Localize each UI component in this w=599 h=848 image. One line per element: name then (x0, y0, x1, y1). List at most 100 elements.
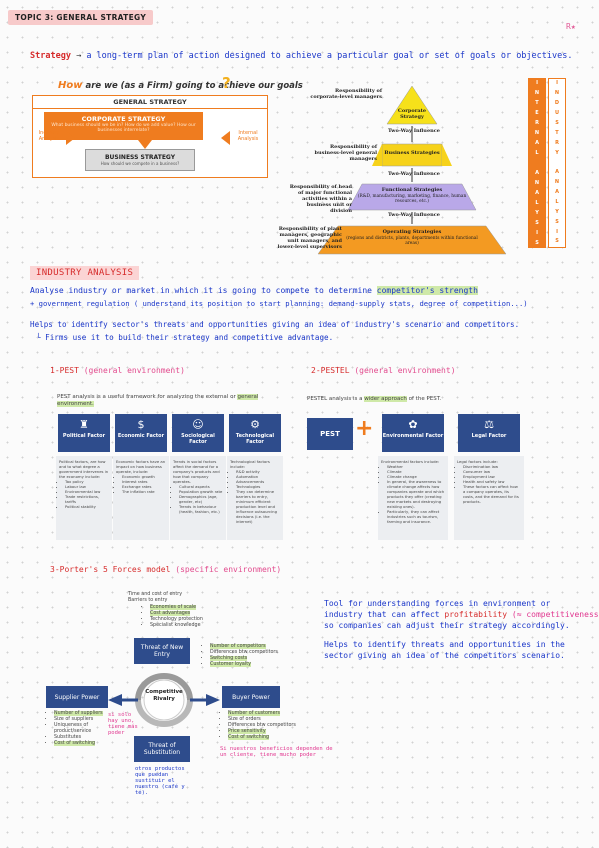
entry-sub-item: Cost advantages (150, 611, 242, 617)
bar-letter: L (535, 199, 539, 206)
industry-line-2: + government regulation ( understand its… (30, 299, 528, 308)
general-strategy-label: GENERAL STRATEGY (33, 96, 267, 109)
factor-item: The inflation rate (122, 489, 166, 494)
factor-icon: ♜ (79, 418, 89, 431)
factor-label: Legal Factor (471, 433, 507, 439)
pyramid-level-sub-2: (R&D, manufacturing, marketing, finance,… (357, 194, 467, 204)
pyramid-level-sub-3: (regions and districts, plants, departme… (346, 236, 478, 246)
factor-item: Tax policy (65, 479, 109, 484)
pestel-factor-list: Legal factors include:Discrimination law… (454, 456, 524, 540)
bar-letter: I (536, 79, 538, 86)
business-strategy-box: BUSINESS STRATEGY How should we compete … (85, 149, 195, 171)
pest-factor-list: Trends in social factors affect the dema… (170, 456, 226, 540)
buyer-power-box: Buyer Power (222, 686, 280, 708)
factor-item: Particularly, they can affect industries… (387, 509, 445, 524)
pyramid-corporate (386, 85, 438, 125)
pyramid-resp-2: Responsibility of head of major function… (289, 184, 352, 214)
strategy-text: a long-term plan of action designed to a… (86, 51, 573, 61)
bar-letter: S (535, 239, 539, 246)
factor-desc: Legal factors include: (457, 459, 498, 464)
two-way-influence-1: Two-Way Influence (388, 128, 440, 134)
bar-letter: U (554, 110, 560, 117)
industry-line-3: Helps to identify sector's threats and o… (30, 320, 520, 329)
bar-letter: Y (555, 149, 559, 156)
porter-help-line-1: Helps to identify threats and opportunit… (324, 640, 565, 649)
pyramid-level-title-2: Functional Strategies (381, 187, 443, 193)
industry-line-4: └ Firms use it to build their strategy a… (36, 333, 334, 342)
bar-letter: N (534, 129, 540, 136)
bar-letter: Y (535, 209, 539, 216)
supplier-item: Cost of switching (54, 741, 126, 747)
pyramid-resp-3: Responsibility of plant managers, geogra… (277, 226, 342, 250)
bar-letter: T (555, 129, 559, 136)
pyramid-resp-1: Responsibility of business-level general… (314, 144, 377, 162)
competitors-item: Differences btw competitors (210, 650, 302, 656)
bar-letter: R (555, 139, 559, 146)
bar-letter: R (535, 119, 539, 126)
entry-item: Time and cost of entry (128, 592, 183, 597)
buyer-item-text: Cost of switching (228, 735, 270, 740)
bar-letter: N (534, 89, 540, 96)
how-word: How (58, 80, 83, 91)
pestel-title: 2-PESTEL (general environment) (311, 366, 456, 375)
factor-item: These factors can affect how a company o… (463, 484, 521, 504)
buyer-item: Cost of switching (228, 735, 320, 741)
factor-label: Technological Factor (235, 433, 275, 445)
porter-tool-line-3: so companies can adjust their strategy a… (324, 621, 570, 630)
factor-item: Climate (387, 469, 445, 474)
question-mark-icon: ? (222, 74, 231, 92)
substitution-note: otros productos que puedan sustituir el … (135, 766, 185, 796)
supplier-list: Number of suppliers Size of suppliers Un… (46, 711, 126, 747)
pest-factor-list: Political factors, are how and to what d… (56, 456, 112, 540)
entry-list: Time and cost of entry Barriers to entry (128, 592, 228, 604)
pestel-intro-highlight: wider approach (364, 396, 407, 402)
bar-letter: N (554, 179, 560, 186)
competitors-item: Customer loyalty (210, 662, 302, 668)
pyramid-level-title-1: Business Strategies (384, 150, 440, 156)
strategy-key: Strategy (30, 51, 71, 61)
factor-icon: ✿ (408, 418, 418, 431)
pest-card: ♜Political Factor (58, 414, 110, 452)
factor-icon: $ (137, 418, 145, 431)
internal-analysis-label: Internal Analysis (237, 130, 259, 142)
factor-label: Environmental Factor (382, 433, 444, 439)
factor-item: Employment law (463, 474, 521, 479)
pest-factor-list: Technological factors include:R&D activi… (227, 456, 283, 540)
entry-sub-item: Specialist knowledge (150, 623, 242, 629)
bar-letter: A (535, 139, 539, 146)
factor-item: Advancements (236, 479, 280, 484)
pestel-card: ✿ Environmental Factor (382, 414, 444, 452)
buyer-item: Price sensitivity (228, 729, 320, 735)
bar-letter: E (535, 109, 539, 116)
factor-item: Cultural aspects (179, 484, 223, 489)
bar-letter (556, 159, 558, 166)
bar-letter: N (534, 179, 540, 186)
corporate-strategy-label: CORPORATE STRATEGY (81, 115, 166, 123)
entry-sub-item: Technology protection (150, 617, 242, 623)
porter-tool-line-2-key: profitability (444, 610, 508, 619)
porter-title: 3-Porter's 5 Forces model (specific envi… (50, 565, 281, 574)
bar-letter: S (555, 119, 559, 126)
buyer-list: Number of customers Size of orders Diffe… (220, 711, 320, 741)
bar-letter: I (556, 228, 558, 235)
entry-sub-item-text: Economies of scale (150, 605, 197, 610)
pest-title: 1-PEST (general environment) (50, 366, 185, 375)
porter-tool-line-2-paren: (≈ competitiveness) (511, 610, 599, 619)
pest-card: ⚙ Technological Factor (229, 414, 281, 452)
pest-box: PEST (307, 418, 353, 450)
business-strategy-label: BUSINESS STRATEGY (104, 154, 176, 161)
porter-tool-line-2-pre: industry that can affect (324, 610, 445, 619)
factor-item: R&D activity (236, 469, 280, 474)
two-way-influence-2: Two-Way Influence (388, 171, 440, 177)
pestel-factor-list: Environmental factors include:WeatherCli… (378, 456, 448, 540)
buyer-item: Size of orders (228, 717, 320, 723)
pest-intro: PEST analysis is a useful framework for … (57, 394, 287, 408)
pyramid-operating (317, 225, 507, 255)
buyer-item: Differences btw competitors (228, 723, 320, 729)
pest-title-paren: (general environment) (83, 366, 185, 375)
bar-letter: I (556, 80, 558, 87)
bar-letter: A (555, 169, 559, 176)
factor-icon: ⚙ (250, 418, 260, 431)
threat-substitution-box: Threat of Substitution (134, 736, 190, 762)
